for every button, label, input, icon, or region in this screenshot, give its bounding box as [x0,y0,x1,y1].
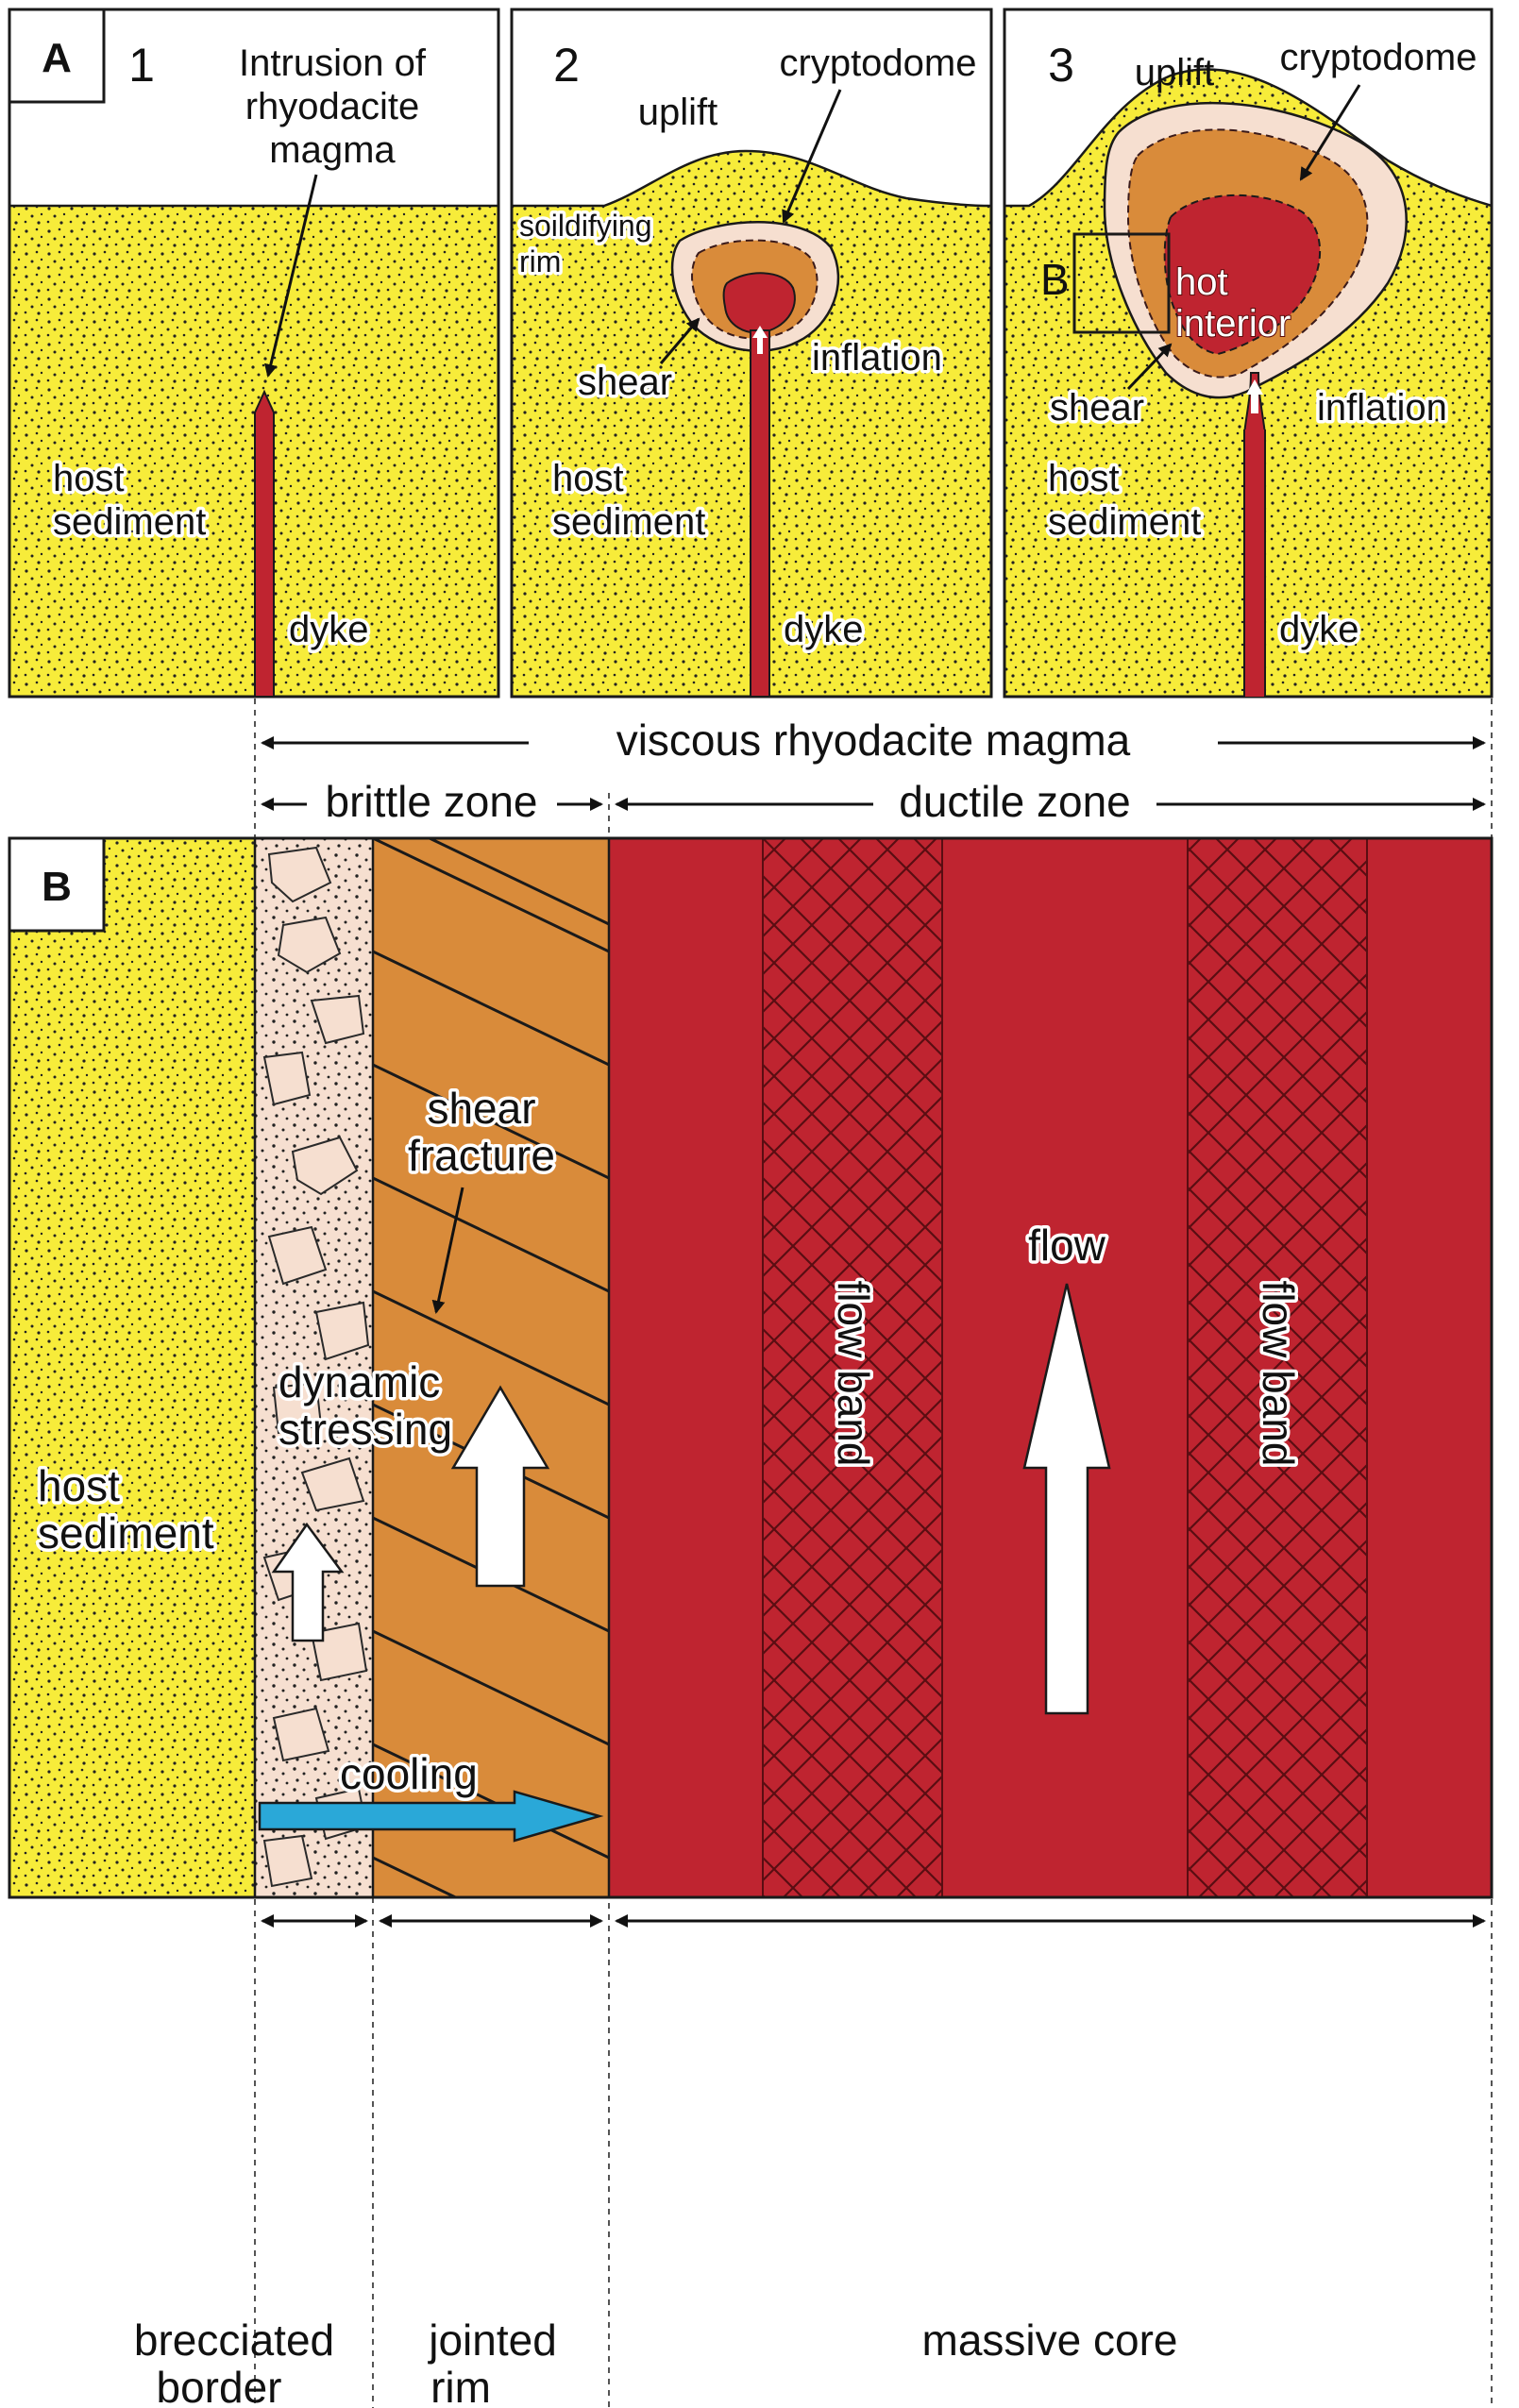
bottom-scale: brecciated border jointed rim massive co… [134,1914,1486,2408]
panel-a-letter: A [42,35,72,81]
panel-b: B host sediment dynamic stressing shear … [8,836,1494,1899]
stage-1-number: 1 [128,39,155,92]
dynamic-stressing-label-2: stressing [278,1405,452,1454]
host-sediment-label-stage2-2: sediment [552,501,705,543]
stage-1-panel: A 1 Intrusion of rhyodacite magma host s… [8,8,500,699]
flow-band-2 [1188,838,1367,1897]
intrusion-label-3: magma [269,129,396,171]
dyke-stage3 [1244,429,1265,697]
cryptodome-label-stage2: cryptodome [780,42,977,84]
cooling-label: cooling [340,1749,478,1798]
stage-2-panel: 2 uplift cryptodome soildifying rim shea… [510,8,993,699]
hot-interior-label-1: hot [1175,261,1228,303]
flow-band-label-1: flow band [829,1281,878,1467]
host-sediment-label-stage1-2: sediment [53,501,206,543]
inflation-label-stage2: inflation [812,337,942,379]
shear-fracture-lines [373,838,609,1897]
shear-fracture-label-2: fracture [408,1131,555,1180]
intrusion-label-2: rhyodacite [245,86,420,127]
dyke-label-stage2: dyke [784,609,864,650]
host-sediment-label-b-2: sediment [38,1508,214,1558]
brittle-zone-label: brittle zone [325,777,537,826]
stage-3-panel: B 3 uplift cryptodome hot interior shear… [1003,8,1494,699]
dyke-label-stage3: dyke [1279,609,1359,650]
flow-label: flow [1028,1221,1106,1270]
jointed-rim-label-1: jointed [427,2315,557,2365]
dyke-stage2 [750,329,770,698]
uplift-label-stage2: uplift [638,92,718,133]
stage-3-number: 3 [1048,39,1074,92]
host-sediment-label-b-1: host [38,1461,120,1510]
breccia-clasts [262,846,370,1888]
cooling-arrow [258,1790,604,1843]
host-sediment-label-stage3-2: sediment [1048,501,1201,543]
host-sediment-label-stage2-1: host [552,458,624,499]
viscous-magma-label: viscous rhyodacite magma [616,716,1131,765]
solidifying-rim-label-2: rim [519,244,561,278]
flow-band-label-2: flow band [1254,1281,1303,1467]
massive-core-label: massive core [922,2315,1178,2365]
dyke-stage1 [254,389,275,698]
hot-interior-label-2: interior [1175,303,1291,345]
detail-box-b [1072,232,1171,334]
detail-box-letter: B [1040,255,1070,304]
inflation-label-stage3: inflation [1317,387,1447,429]
solidifying-rim-label-1: soildifying [519,209,652,243]
up-arrow-rim [450,1385,550,1588]
cryptodome-label-stage3: cryptodome [1280,37,1477,78]
dynamic-stressing-label-1: dynamic [278,1357,440,1406]
jointed-rim-label-2: rim [430,2363,491,2408]
brecciated-border-label-2: border [157,2363,282,2408]
shear-label-stage2: shear [578,362,672,403]
dyke-label-stage1: dyke [289,609,369,650]
flow-band-1 [763,838,942,1897]
brecciated-border-label-1: brecciated [134,2315,334,2365]
shear-fracture-label-1: shear [427,1084,535,1133]
uplift-label-stage3: uplift [1135,52,1215,93]
ductile-zone-label: ductile zone [899,777,1131,826]
panel-b-letter: B [42,864,72,910]
intrusion-label-1: Intrusion of [239,42,427,84]
host-sediment-label-stage1-1: host [53,458,125,499]
host-sediment-label-stage3-1: host [1048,458,1120,499]
shear-label-stage3: shear [1050,387,1144,429]
up-arrow-breccia [271,1522,345,1642]
flow-arrow [1022,1283,1111,1715]
stage-2-number: 2 [553,39,580,92]
